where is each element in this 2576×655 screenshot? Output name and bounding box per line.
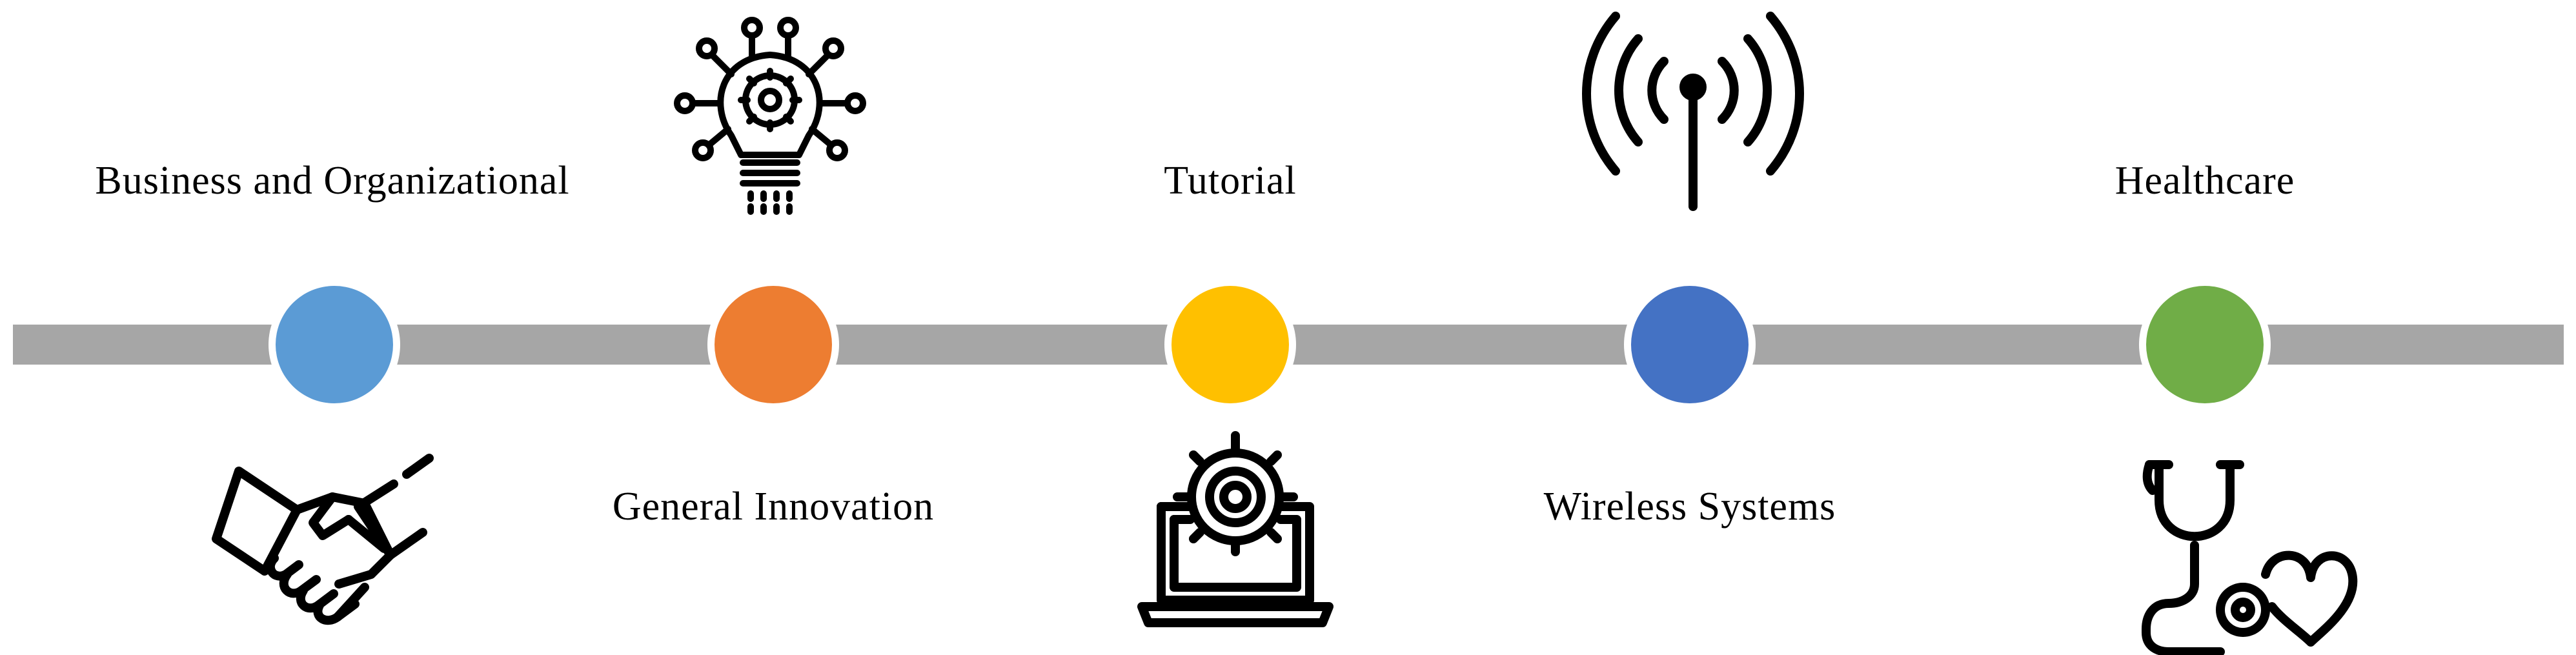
timeline-node-healthcare: Healthcare bbox=[2115, 159, 2295, 410]
handshake-icon bbox=[212, 454, 434, 625]
node-dot-healthcare bbox=[2146, 286, 2264, 403]
label-innovation: General Innovation bbox=[613, 485, 934, 529]
label-wireless: Wireless Systems bbox=[1544, 485, 1836, 529]
label-tutorial: Tutorial bbox=[1164, 159, 1297, 203]
timeline-node-tutorial: Tutorial bbox=[1164, 159, 1297, 410]
node-dot-innovation bbox=[715, 286, 832, 403]
node-dot-wireless bbox=[1631, 286, 1749, 403]
stethoscope-heart-icon bbox=[2142, 460, 2358, 655]
timeline-node-innovation: General Innovation bbox=[613, 279, 934, 529]
node-dot-tutorial bbox=[1171, 286, 1289, 403]
node-dot-business bbox=[276, 286, 393, 403]
label-healthcare: Healthcare bbox=[2115, 159, 2295, 203]
laptop-gear-icon bbox=[1137, 431, 1334, 627]
lightbulb-gear-icon bbox=[674, 17, 866, 215]
label-business: Business and Organizational bbox=[95, 159, 569, 203]
timeline-node-wireless: Wireless Systems bbox=[1544, 279, 1836, 529]
timeline-node-business: Business and Organizational bbox=[95, 159, 569, 410]
antenna-icon bbox=[1582, 12, 1804, 211]
